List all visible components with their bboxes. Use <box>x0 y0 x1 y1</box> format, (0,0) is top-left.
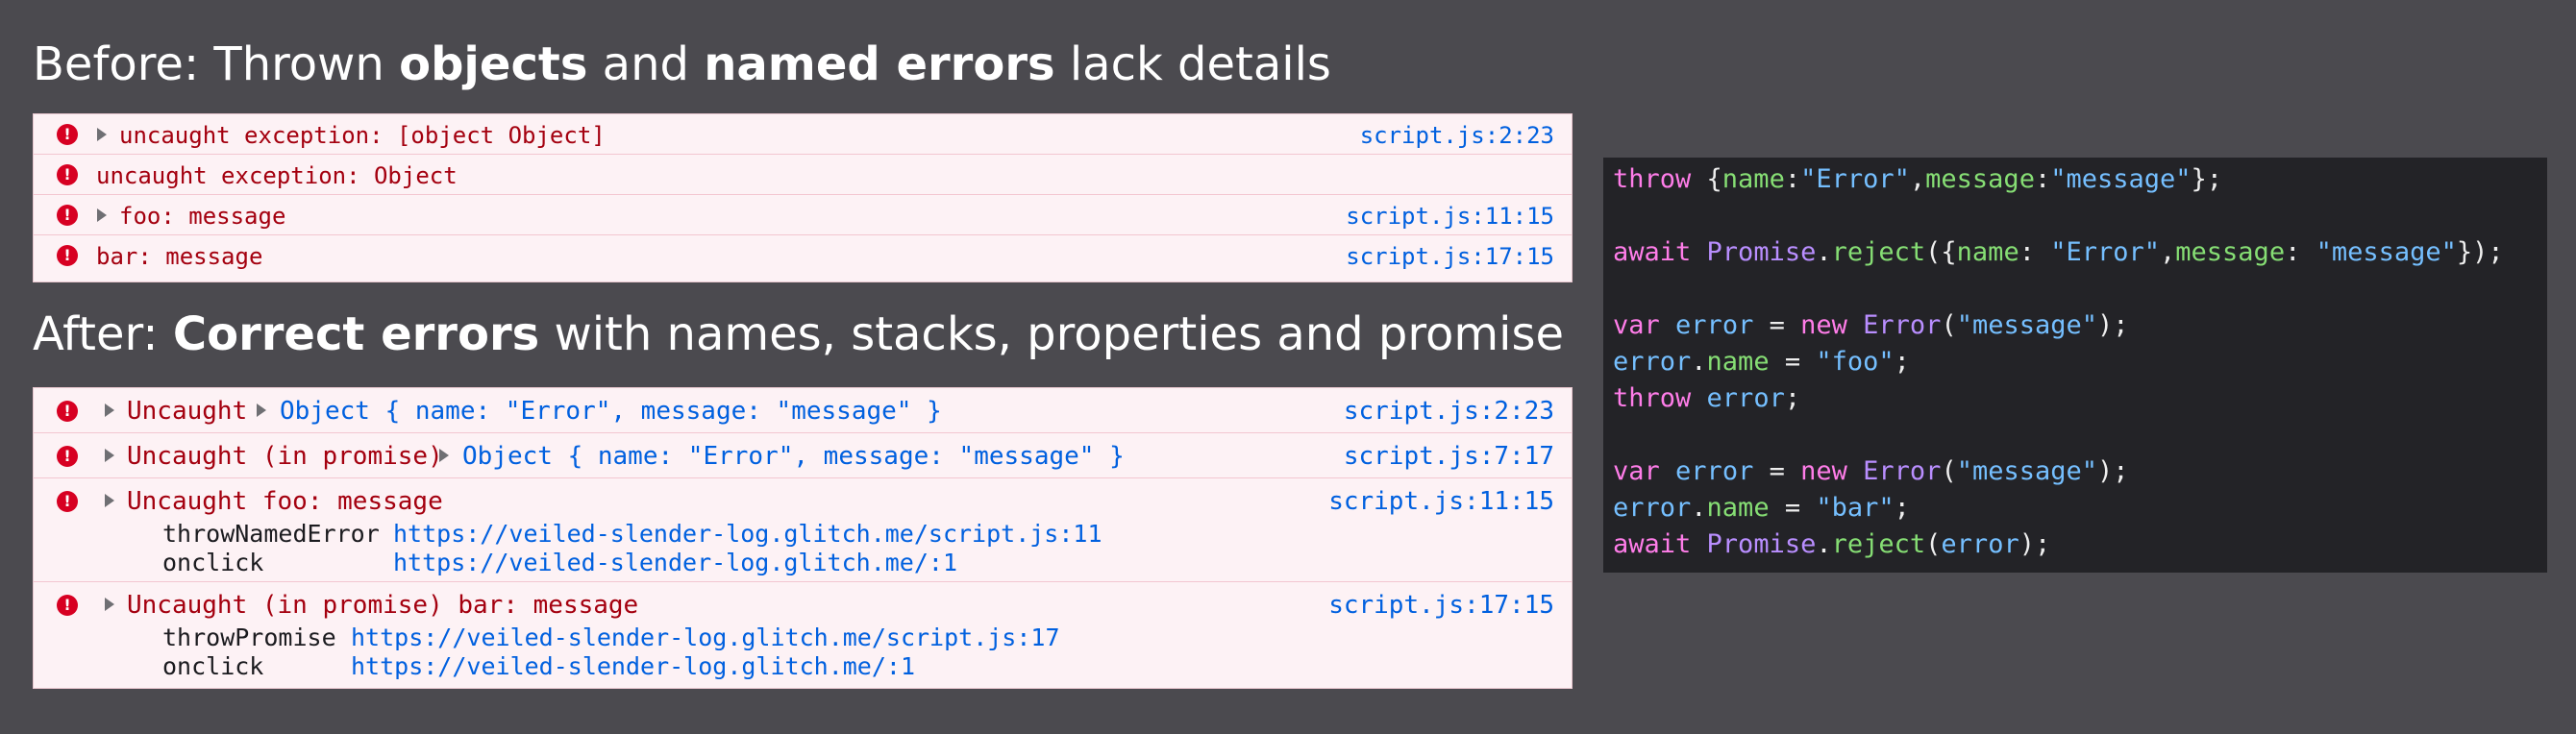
stack-function: throwNamedError <box>162 520 380 548</box>
error-icon: ! <box>57 595 78 616</box>
expand-triangle-icon[interactable] <box>105 404 114 417</box>
before-console-panel: ! uncaught exception: [object Object] sc… <box>33 113 1573 282</box>
stack-url-link[interactable]: https://veiled-slender-log.glitch.me/scr… <box>393 520 1102 548</box>
code-line: await Promise.reject(error); <box>1613 529 2051 559</box>
error-icon: ! <box>57 205 78 226</box>
stack-function: onclick <box>162 652 264 680</box>
stack-function: throwPromise <box>162 624 336 651</box>
code-line: var error = new Error("message"); <box>1613 310 2129 340</box>
error-message: Uncaught <box>127 397 248 426</box>
heading-text: lack details <box>1054 37 1331 91</box>
console-row[interactable]: ! Uncaught foo: message script.js:11:15 … <box>34 478 1572 582</box>
expand-object-icon[interactable] <box>257 404 266 417</box>
code-line: error.name = "foo"; <box>1613 347 1910 377</box>
error-object[interactable]: Object { name: "Error", message: "messag… <box>280 397 942 426</box>
stack-url-link[interactable]: https://veiled-slender-log.glitch.me/:1 <box>393 549 957 576</box>
source-link[interactable]: script.js:2:23 <box>1343 397 1554 426</box>
heading-text: and <box>587 37 705 91</box>
heading-text: with names, stacks, properties and promi… <box>539 307 1565 361</box>
source-link[interactable]: script.js:2:23 <box>1359 122 1554 149</box>
expand-triangle-icon[interactable] <box>97 128 107 141</box>
before-heading: Before: Thrown objects and named errors … <box>33 36 1331 93</box>
error-message: bar: message <box>96 243 263 270</box>
source-link[interactable]: script.js:11:15 <box>1346 203 1554 230</box>
console-row[interactable]: ! Uncaught Object { name: "Error", messa… <box>34 388 1572 433</box>
console-row[interactable]: ! foo: message script.js:11:15 <box>34 195 1572 235</box>
error-message: Uncaught (in promise) bar: message <box>127 591 639 620</box>
stack-url-link[interactable]: https://veiled-slender-log.glitch.me/:1 <box>351 652 915 680</box>
after-heading: After: Correct errors with names, stacks… <box>33 306 1564 363</box>
code-line: var error = new Error("message"); <box>1613 456 2129 486</box>
heading-text: Before: Thrown <box>33 37 400 91</box>
error-message: Uncaught foo: message <box>127 487 443 516</box>
code-line: error.name = "bar"; <box>1613 493 1910 523</box>
error-message: foo: message <box>119 203 286 230</box>
heading-bold-correct-errors: Correct errors <box>172 307 540 361</box>
heading-text: After: <box>33 307 173 361</box>
error-message: uncaught exception: [object Object] <box>119 122 606 149</box>
error-icon: ! <box>57 245 78 266</box>
source-link[interactable]: script.js:17:15 <box>1346 243 1554 270</box>
stack-function: onclick <box>162 549 264 576</box>
code-line: throw error; <box>1613 383 1801 413</box>
expand-triangle-icon[interactable] <box>105 494 114 507</box>
error-icon: ! <box>57 164 78 185</box>
error-message: uncaught exception: Object <box>96 162 458 189</box>
expand-triangle-icon[interactable] <box>97 208 107 222</box>
console-row[interactable]: ! uncaught exception: [object Object] sc… <box>34 114 1572 155</box>
code-line: throw {name:"Error",message:"message"}; <box>1613 164 2223 194</box>
error-message: Uncaught (in promise) <box>127 442 443 471</box>
console-row[interactable]: ! uncaught exception: Object <box>34 155 1572 195</box>
code-line: await Promise.reject({name: "Error",mess… <box>1613 237 2504 267</box>
error-icon: ! <box>57 491 78 512</box>
error-object[interactable]: Object { name: "Error", message: "messag… <box>462 442 1125 471</box>
expand-triangle-icon[interactable] <box>105 449 114 462</box>
expand-object-icon[interactable] <box>439 449 449 462</box>
source-link[interactable]: script.js:7:17 <box>1343 442 1554 471</box>
console-row[interactable]: ! bar: message script.js:17:15 <box>34 235 1572 276</box>
code-snippet-panel: throw {name:"Error",message:"message"}; … <box>1603 158 2547 573</box>
console-row[interactable]: ! Uncaught (in promise) bar: message scr… <box>34 582 1572 686</box>
console-row[interactable]: ! Uncaught (in promise) Object { name: "… <box>34 433 1572 478</box>
heading-bold-named-errors: named errors <box>704 37 1055 91</box>
heading-bold-objects: objects <box>399 37 588 91</box>
source-link[interactable]: script.js:11:15 <box>1328 487 1554 516</box>
expand-triangle-icon[interactable] <box>105 598 114 611</box>
after-console-panel: ! Uncaught Object { name: "Error", messa… <box>33 387 1573 689</box>
source-link[interactable]: script.js:17:15 <box>1328 591 1554 620</box>
stack-url-link[interactable]: https://veiled-slender-log.glitch.me/scr… <box>351 624 1060 651</box>
error-icon: ! <box>57 446 78 467</box>
error-icon: ! <box>57 401 78 422</box>
error-icon: ! <box>57 124 78 145</box>
